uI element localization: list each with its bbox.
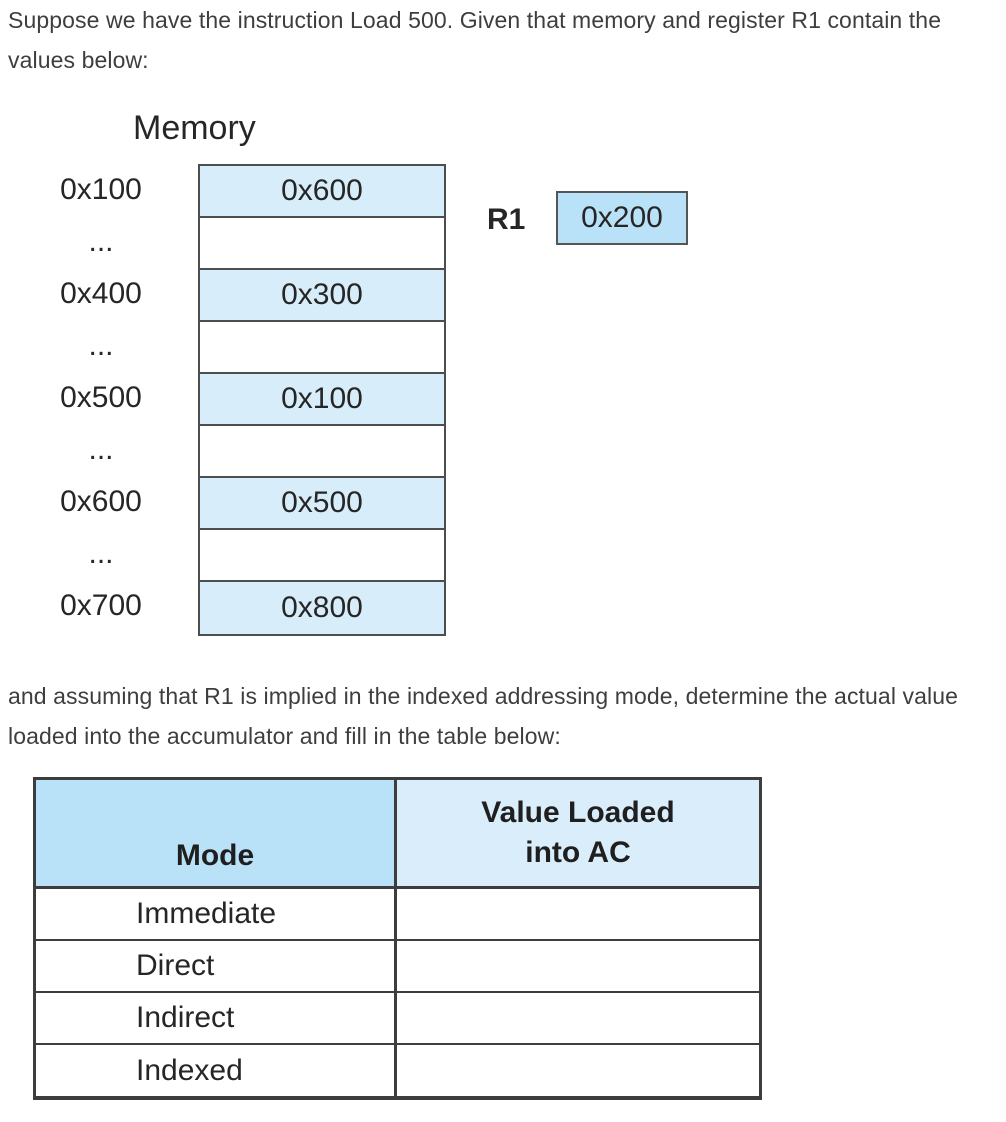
- memory-address-ellipsis: ...: [88, 537, 114, 570]
- answer-cell-immediate: [397, 889, 759, 939]
- table-row: Indirect: [36, 993, 759, 1045]
- answer-table-header-row: Mode Value Loaded into AC: [36, 780, 759, 889]
- mode-cell-indirect: Indirect: [36, 993, 397, 1043]
- addressing-mode-answer-table: Mode Value Loaded into AC Immediate Dire…: [33, 777, 762, 1100]
- memory-address-column: 0x100 ... 0x400 ... 0x500 ... 0x600 ... …: [40, 164, 162, 632]
- memory-address-ellipsis: ...: [88, 433, 114, 466]
- answer-cell-indirect: [397, 993, 759, 1043]
- memory-cell-empty: [200, 218, 444, 270]
- memory-cell: 0x500: [200, 478, 444, 530]
- intro-line-2: values below:: [8, 47, 149, 73]
- intro-line-1: Suppose we have the instruction Load 500…: [8, 7, 942, 33]
- value-loaded-header-line-2: into AC: [525, 836, 631, 869]
- middle-paragraph: and assuming that R1 is implied in the i…: [8, 676, 998, 756]
- memory-address: 0x100: [60, 173, 142, 206]
- memory-address: 0x600: [60, 485, 142, 518]
- answer-cell-direct: [397, 941, 759, 991]
- memory-cell-empty: [200, 530, 444, 582]
- memory-cell-empty: [200, 426, 444, 478]
- mode-cell-direct: Direct: [36, 941, 397, 991]
- memory-address: 0x700: [60, 589, 142, 622]
- mode-cell-indexed: Indexed: [36, 1045, 397, 1096]
- memory-address: 0x400: [60, 277, 142, 310]
- mode-cell-immediate: Immediate: [36, 889, 397, 939]
- value-loaded-header-line-1: Value Loaded: [481, 796, 675, 829]
- memory-cell-empty: [200, 322, 444, 374]
- table-row: Immediate: [36, 889, 759, 941]
- mode-column-header: Mode: [36, 780, 397, 886]
- memory-cell: 0x300: [200, 270, 444, 322]
- intro-paragraph: Suppose we have the instruction Load 500…: [8, 0, 998, 80]
- middle-line-1: and assuming that R1 is implied in the i…: [8, 683, 959, 709]
- middle-line-2: loaded into the accumulator and fill in …: [8, 723, 561, 749]
- memory-address: 0x500: [60, 381, 142, 414]
- memory-diagram-title: Memory: [133, 109, 256, 147]
- memory-cell: 0x100: [200, 374, 444, 426]
- register-r1-label: R1: [487, 203, 526, 236]
- memory-address-ellipsis: ...: [88, 329, 114, 362]
- memory-cells-box: 0x600 0x300 0x100 0x500 0x800: [198, 164, 446, 636]
- value-loaded-column-header: Value Loaded into AC: [397, 780, 759, 886]
- table-row: Direct: [36, 941, 759, 993]
- table-row: Indexed: [36, 1045, 759, 1096]
- register-r1-value-box: 0x200: [556, 191, 688, 245]
- memory-cell: 0x600: [200, 166, 444, 218]
- memory-cell: 0x800: [200, 582, 444, 634]
- answer-cell-indexed: [397, 1045, 759, 1096]
- memory-address-ellipsis: ...: [88, 225, 114, 258]
